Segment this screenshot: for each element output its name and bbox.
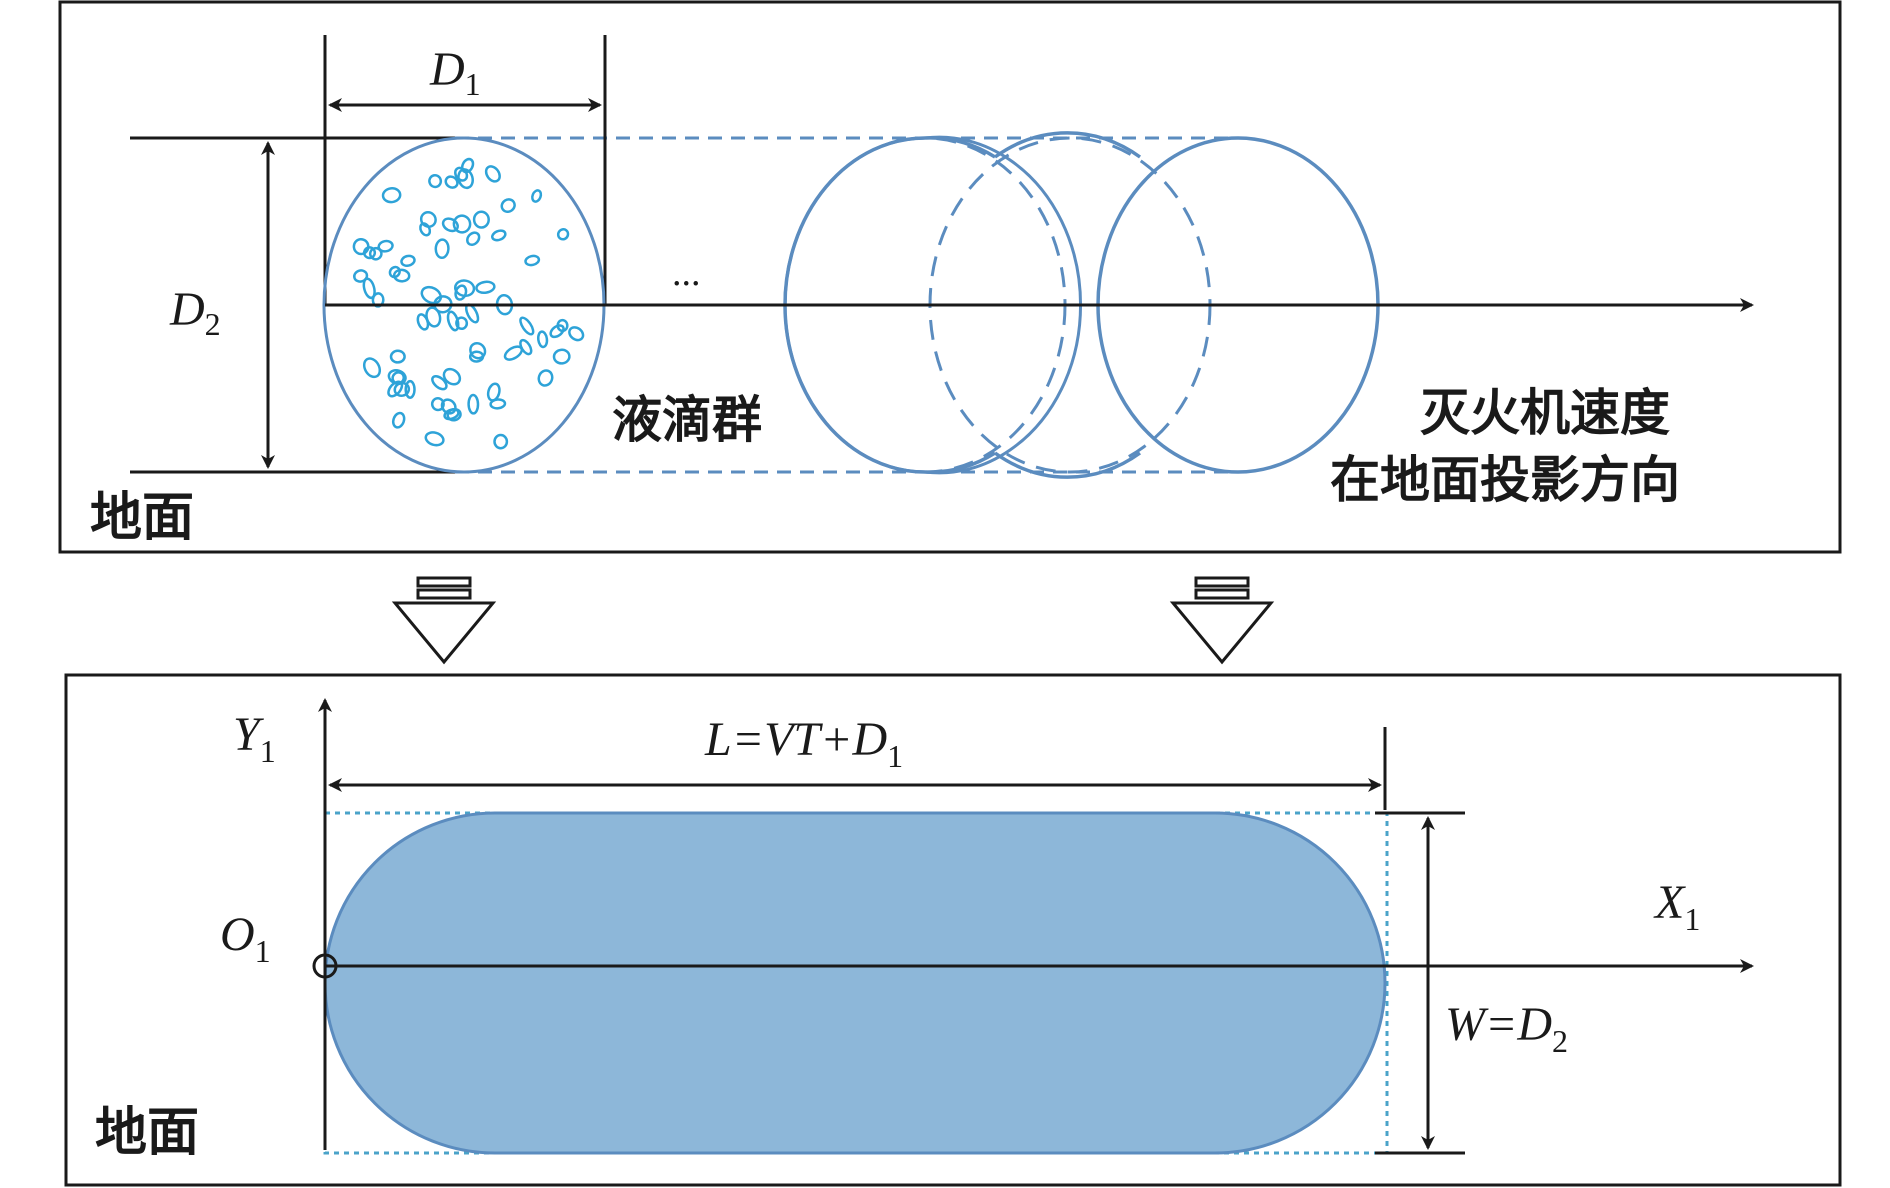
droplet (491, 229, 507, 242)
droplet (552, 348, 571, 365)
top-panel-frame (58, 0, 1842, 554)
droplet (428, 173, 443, 189)
ellipsis-text: ... (672, 252, 701, 294)
droplet (404, 379, 416, 399)
droplet (391, 411, 406, 429)
droplet (419, 222, 432, 237)
droplets (352, 157, 585, 450)
droplet (568, 326, 585, 342)
droplet-group-label: 液滴群 (612, 391, 762, 449)
droplet (556, 228, 570, 241)
top-ground-label: 地面 (90, 488, 194, 548)
down-arrow-right (1169, 576, 1275, 665)
droplet (353, 269, 369, 283)
bottom-panel: Y1 X1 O1 L=VT+D1 W=D2 地面 (64, 673, 1842, 1187)
droplet (466, 231, 481, 247)
droplet (424, 431, 445, 447)
droplet (452, 214, 472, 234)
width-formula-label: W=D2 (1445, 998, 1568, 1059)
droplet (531, 189, 543, 203)
droplet (400, 254, 416, 267)
origin-label: O1 (220, 908, 271, 969)
droplet (388, 265, 401, 279)
length-formula-label: L=VT+D1 (704, 713, 903, 774)
droplet (441, 217, 459, 233)
droplet (381, 187, 402, 204)
y1-axis-label: Y1 (233, 708, 276, 769)
droplet (362, 246, 377, 260)
droplet (454, 284, 468, 301)
droplet (460, 157, 475, 174)
droplet (387, 380, 404, 398)
droplet (503, 345, 524, 361)
droplet (453, 279, 476, 298)
droplet (416, 313, 430, 331)
bottom-panel-frame (64, 673, 1842, 1187)
droplet (430, 396, 445, 412)
droplet (469, 341, 487, 360)
droplet (484, 165, 501, 183)
droplet (434, 238, 450, 260)
droplet (444, 175, 459, 189)
droplet (486, 382, 501, 402)
droplet (493, 433, 509, 450)
droplet (392, 268, 411, 283)
droplet (446, 310, 460, 332)
droplet (549, 324, 565, 339)
droplet (556, 318, 569, 333)
down-arrow-left (391, 576, 497, 665)
droplet (524, 254, 541, 267)
droplet (368, 246, 383, 261)
bottom-ground-label: 地面 (95, 1103, 199, 1163)
droplet (475, 280, 496, 295)
coverage-area (323, 811, 1387, 1155)
droplet (446, 407, 462, 422)
droplet (537, 369, 554, 387)
droplet (431, 375, 448, 391)
velocity-label-line2: 在地面投影方向 (1330, 451, 1680, 509)
origin-marker (312, 953, 338, 979)
droplet (442, 367, 462, 386)
droplet (536, 330, 549, 349)
droplet (455, 316, 469, 331)
droplet (420, 285, 443, 305)
d2-label: D2 (169, 283, 221, 342)
droplet (389, 349, 406, 364)
d1-label: D1 (429, 43, 481, 102)
x1-axis-label: X1 (1653, 876, 1700, 937)
velocity-label-line1: 灭火机速度 (1420, 384, 1670, 442)
top-panel: D1 D2 ... 液滴群 灭火机速度 在地面投影方向 (58, 0, 1842, 554)
droplet (352, 237, 370, 256)
droplet (362, 357, 382, 379)
droplet (500, 198, 516, 214)
droplet (489, 398, 507, 410)
droplet (472, 210, 490, 229)
droplet (519, 316, 535, 336)
droplet (467, 393, 480, 415)
